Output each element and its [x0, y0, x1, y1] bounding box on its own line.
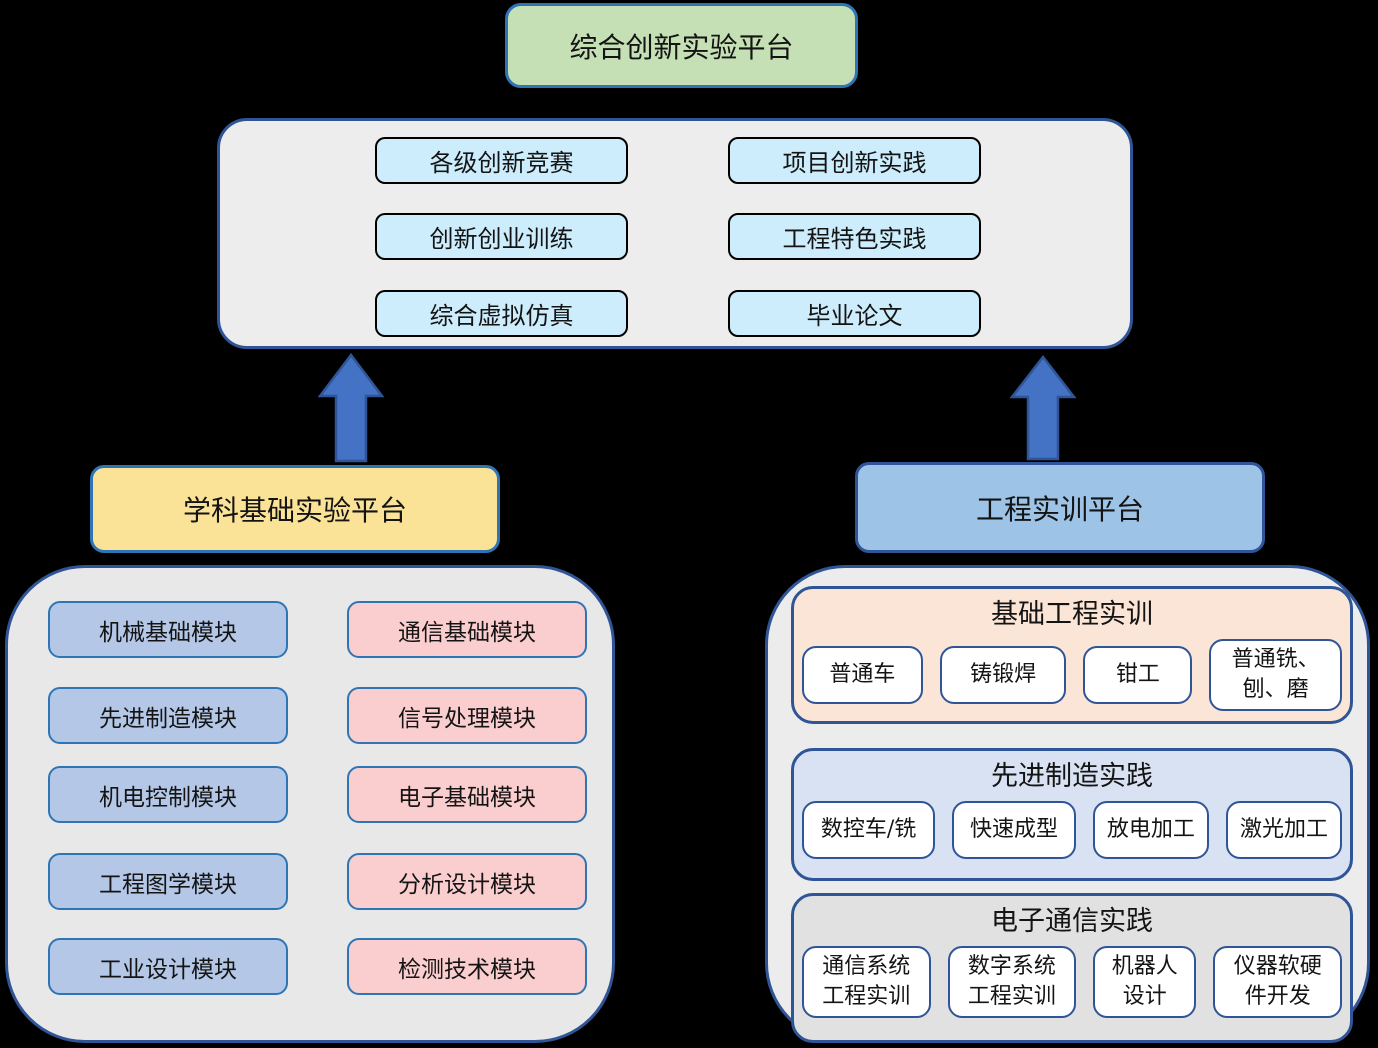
module-pink: 检测技术模块	[347, 938, 587, 995]
module-pink: 分析设计模块	[347, 853, 587, 910]
left-platform-title-box: 学科基础实验平台	[90, 465, 500, 553]
left-platform-title: 学科基础实验平台	[182, 494, 407, 527]
section-items-row: 数控车/铣 快速成型 放电加工 激光加工	[802, 801, 1342, 859]
right-platform-title-box: 工程实训平台	[855, 462, 1265, 553]
module-blue: 工程图学模块	[48, 853, 288, 910]
top-platform-label: 综合创新实验平台	[569, 30, 794, 64]
innovation-item: 创新创业训练	[375, 213, 628, 260]
section-title: 先进制造实践	[991, 761, 1153, 792]
training-item: 钳工	[1083, 646, 1193, 704]
innovation-item: 各级创新竞赛	[375, 137, 628, 184]
right-platform-container: 基础工程实训 普通车 铸锻焊 钳工 普通铣、 刨、磨 先进制造实践 数控车/铣 …	[765, 565, 1370, 1043]
innovation-item: 毕业论文	[728, 290, 981, 337]
module-blue: 先进制造模块	[48, 687, 288, 744]
module-blue: 机械基础模块	[48, 601, 288, 658]
module-pink: 通信基础模块	[347, 601, 587, 658]
training-item: 放电加工	[1092, 801, 1209, 859]
training-item: 数控车/铣	[802, 801, 936, 859]
innovation-container: 各级创新竞赛 项目创新实践 创新创业训练 工程特色实践 综合虚拟仿真 毕业论文	[217, 118, 1133, 349]
module-blue: 工业设计模块	[48, 938, 288, 995]
training-item: 激光加工	[1225, 801, 1342, 859]
section-items-row: 通信系统 工程实训 数字系统 工程实训 机器人 设计 仪器软硬 件开发	[802, 946, 1343, 1018]
training-item: 普通铣、 刨、磨	[1209, 639, 1342, 711]
innovation-item: 工程特色实践	[728, 213, 981, 260]
training-item: 快速成型	[952, 801, 1076, 859]
innovation-item: 项目创新实践	[728, 137, 981, 184]
right-platform-title: 工程实训平台	[975, 492, 1144, 526]
module-pink: 信号处理模块	[347, 687, 587, 744]
innovation-item: 综合虚拟仿真	[375, 290, 628, 337]
module-blue: 机电控制模块	[48, 766, 288, 823]
training-section-advanced: 先进制造实践 数控车/铣 快速成型 放电加工 激光加工	[791, 748, 1353, 881]
module-pink: 电子基础模块	[347, 766, 587, 823]
left-platform-container: 机械基础模块 先进制造模块 机电控制模块 工程图学模块 工业设计模块 通信基础模…	[5, 565, 615, 1043]
top-platform-box: 综合创新实验平台	[505, 3, 858, 88]
section-title: 电子通信实践	[991, 906, 1153, 937]
training-item: 通信系统 工程实训	[802, 946, 931, 1018]
training-item: 数字系统 工程实训	[947, 946, 1077, 1018]
training-section-basic: 基础工程实训 普通车 铸锻焊 钳工 普通铣、 刨、磨	[791, 586, 1353, 724]
training-section-electronic: 电子通信实践 通信系统 工程实训 数字系统 工程实训 机器人 设计 仪器软硬 件…	[791, 893, 1353, 1043]
up-arrow-icon	[1010, 355, 1076, 461]
section-title: 基础工程实训	[991, 599, 1153, 630]
training-item: 铸锻焊	[939, 646, 1067, 704]
up-arrow-icon	[318, 353, 384, 463]
training-item: 普通车	[802, 646, 923, 704]
section-items-row: 普通车 铸锻焊 钳工 普通铣、 刨、磨	[802, 639, 1342, 711]
training-item: 机器人 设计	[1093, 946, 1197, 1018]
training-item: 仪器软硬 件开发	[1213, 946, 1343, 1018]
